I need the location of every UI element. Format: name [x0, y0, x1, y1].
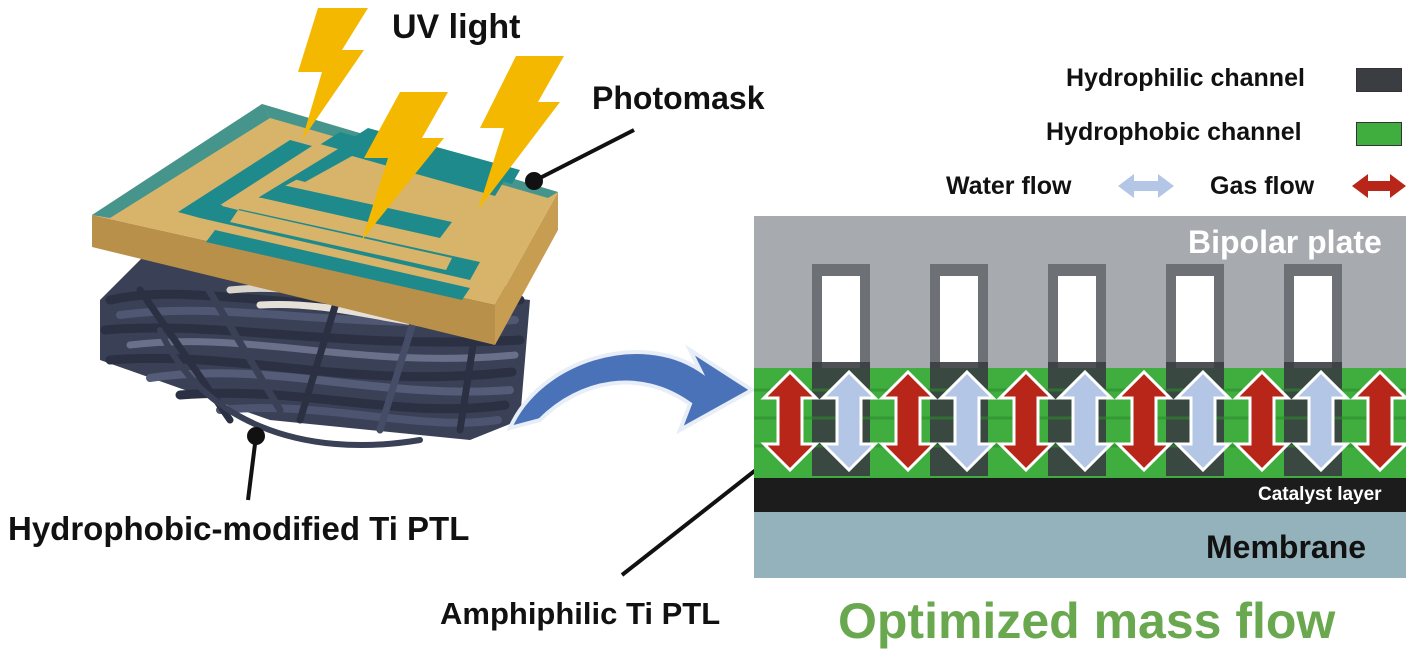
curved-arrow-icon [506, 344, 756, 435]
water-arrow-icon [819, 369, 1351, 473]
legend-water-label: Water flow [946, 172, 1072, 200]
uv-bolt-icon [298, 8, 564, 240]
legend-gas-label: Gas flow [1210, 172, 1315, 200]
amphiphilic-ptl-label: Amphiphilic Ti PTL [440, 596, 721, 631]
optimized-mass-flow-label: Optimized mass flow [838, 593, 1336, 649]
gas-arrow-icon [760, 369, 1410, 473]
hydrophilic-swatch [1356, 68, 1402, 92]
legend-water-arrow-icon [1118, 174, 1174, 198]
catalyst-layer-label: Catalyst layer [1258, 484, 1382, 505]
legend-hydrophobic-label: Hydrophobic channel [1046, 118, 1302, 146]
photomask-label: Photomask [592, 80, 765, 116]
hydrophobic-ptl-label: Hydrophobic-modified Ti PTL [8, 510, 470, 547]
bipolar-plate-label: Bipolar plate [1188, 224, 1382, 260]
membrane-label: Membrane [1206, 529, 1367, 565]
legend-gas-arrow-icon [1352, 174, 1406, 198]
hydrophobic-swatch [1356, 122, 1402, 146]
legend-hydrophilic-label: Hydrophilic channel [1066, 64, 1305, 92]
flow-arrows [760, 369, 1410, 473]
uv-light-label: UV light [392, 8, 521, 46]
